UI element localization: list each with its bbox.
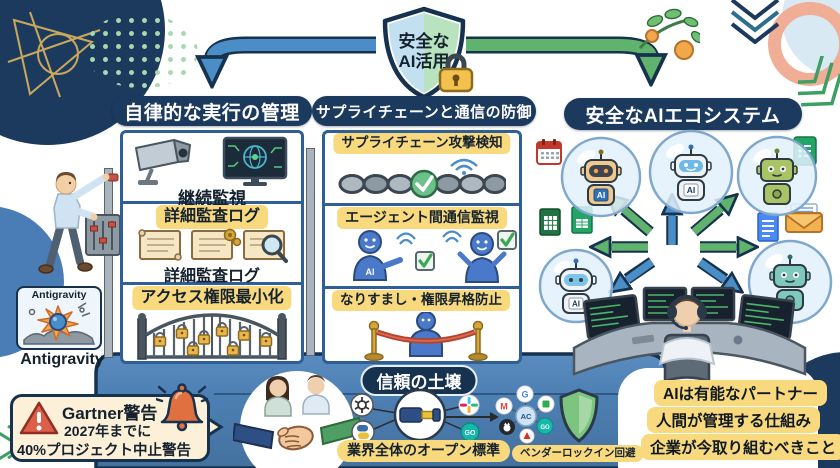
warning-triangle-icon [19, 401, 59, 435]
operator-at-switch-illustration [38, 172, 121, 274]
open-standards-diagram: GO AC G M GO [350, 385, 599, 444]
svg-text:G: G [521, 390, 528, 400]
least-privilege-label: アクセス権限最小化 [132, 286, 292, 310]
note-line-3: 企業が今取り組むべきこと [641, 434, 840, 460]
decor-gold-lines-icon [7, 11, 101, 98]
openai-icon [350, 393, 374, 417]
svg-text:GO: GO [540, 425, 550, 431]
checkbox-icon [415, 251, 435, 271]
antigravity-caption: Antigravity [20, 351, 104, 368]
shield-title-line2: AI活用 [398, 52, 450, 71]
gartner-line2: 2027年までに [64, 423, 152, 439]
svg-text:GO: GO [465, 430, 476, 437]
left-box-divider-1 [123, 201, 301, 204]
decor-green-chevrons-icon [798, 56, 840, 107]
vendor-lockin-pill: ベンダーロックイン回避 [512, 445, 644, 463]
spreadsheet-icon [539, 208, 561, 236]
robot-bubble-tan: AI [560, 136, 642, 218]
camera-pole [306, 148, 315, 356]
sheets-node-icon [537, 395, 555, 413]
decor-green-dots [86, 14, 198, 88]
ecosystem-flow-arrows [540, 184, 840, 298]
note-line-1: AIは有能なパートナー [654, 380, 828, 406]
middle-box-divider-1 [325, 203, 519, 206]
middle-column-header: サプライチェーンと通信の防御 [312, 96, 536, 126]
shield-title-line1: 安全な [398, 32, 450, 51]
document-icon [757, 212, 779, 242]
locked-gate-icon [137, 313, 287, 360]
operator-console-illustration [572, 286, 807, 383]
scroll-gear-icon [191, 228, 242, 260]
handshake-icon [233, 371, 361, 468]
middle-box-divider-2 [325, 286, 519, 289]
left-column-header: 自律的な実行の管理 [112, 96, 312, 126]
ai-badge: AI [572, 300, 580, 309]
wifi-signal-icon [450, 158, 478, 175]
security-camera-icon [135, 139, 191, 185]
audit-log-caption: 詳細監査ログ [163, 268, 261, 285]
scroll-icon [138, 229, 182, 261]
right-column-header: 安全なAIエコシステム [564, 98, 802, 130]
ai-badge: AI [687, 185, 696, 195]
alert-bell-icon [156, 383, 208, 432]
left-box-divider-2 [123, 282, 301, 285]
main-shield: 安全な AI活用 [374, 6, 474, 100]
svg-text:M: M [500, 402, 508, 412]
github-icon [499, 419, 515, 435]
checkbox-icon [497, 230, 517, 250]
audit-scroll-icons [138, 228, 288, 263]
continuous-monitoring-caption: 継続監視 [178, 189, 246, 208]
svg-text:AC: AC [521, 412, 532, 421]
alert-node-icon [519, 428, 535, 444]
branch-fruit-icon [638, 8, 700, 60]
gartner-title: Gartner警告 [62, 404, 158, 423]
antigravity-box-label: Antigravity [31, 289, 87, 301]
supply-chain-attack-label: サプライチェーン攻撃検知 [333, 133, 511, 154]
go-icon: GO [460, 422, 480, 442]
network-monitor-icon [222, 136, 288, 186]
gate-padlock-icons [153, 322, 273, 356]
lever-pole [104, 168, 113, 358]
open-standard-pill: 業界全体のオープン標準 [337, 440, 511, 462]
protocol-hub-icon: AC [515, 405, 537, 427]
trust-shield-icon [559, 388, 599, 443]
decor-navy-chevrons-icon [730, 0, 780, 44]
robot-bubble-blue: AI [648, 129, 734, 215]
padlock-icon [438, 53, 474, 93]
plug-connector-icon [393, 388, 447, 442]
note-line-2: 人間が管理する仕組み [647, 407, 821, 433]
google-icon: G [516, 385, 534, 403]
agent-comm-label: エージェント間通信監視 [337, 207, 507, 229]
audit-log-label: 詳細監査ログ [155, 205, 269, 229]
rope-barrier-icon [364, 312, 488, 362]
slack-icon [458, 394, 480, 416]
calendar-icon [536, 139, 562, 165]
supply-chain-icon [338, 158, 506, 199]
continuous-monitoring-icons [135, 136, 288, 186]
ai-badge: AI [366, 267, 375, 277]
gartner-line3: 40%プロジェクト中止警告 [17, 443, 192, 459]
impersonation-label: なりすまし・権限昇格防止 [332, 290, 510, 311]
robot-bubble-green [736, 135, 818, 217]
agent-communication-icon: AI [352, 230, 517, 283]
crash-explosion-icon [23, 302, 96, 345]
gmail-icon: M [495, 397, 513, 415]
ai-badge: AI [597, 190, 606, 200]
scroll-magnifier-icon [243, 230, 288, 263]
go-node-icon: GO [536, 417, 554, 435]
checkmark-icon [409, 169, 439, 199]
python-icon [351, 420, 375, 444]
